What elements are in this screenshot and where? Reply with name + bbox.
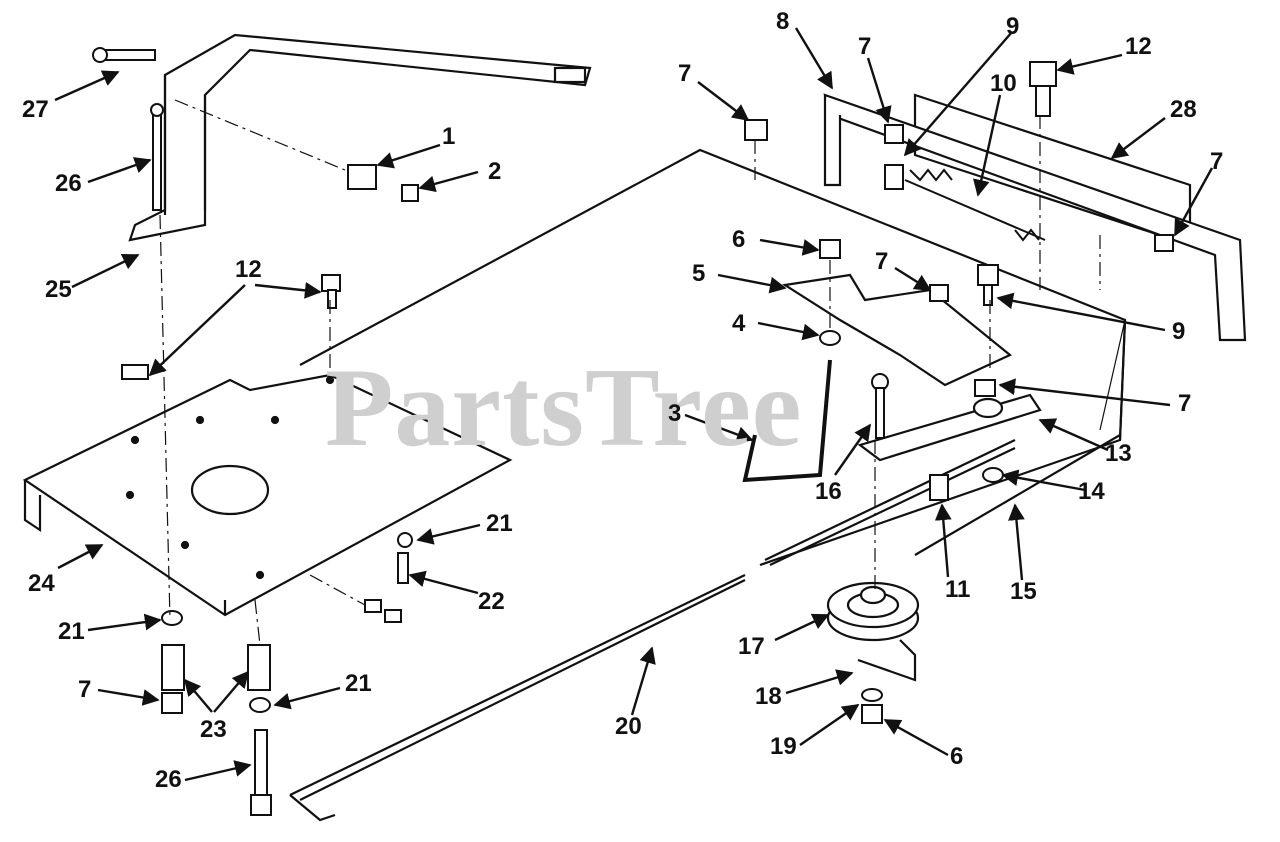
callout-17: 17 — [738, 633, 765, 660]
leader-2 — [418, 170, 479, 193]
control-rods — [289, 434, 1121, 822]
leader-16 — [834, 423, 871, 476]
leader-4 — [757, 321, 820, 341]
leader-9-mid — [996, 292, 1166, 332]
side-panel — [823, 93, 1247, 342]
leader-20 — [630, 646, 656, 716]
callout-12-top: 12 — [1125, 33, 1152, 60]
callout-26-top: 26 — [55, 170, 82, 197]
leader-7-panel — [866, 57, 892, 124]
leader-10 — [973, 94, 1002, 197]
hook-rod — [742, 359, 832, 483]
alignment-lines — [159, 99, 1101, 646]
callout-6-bottom: 6 — [950, 743, 964, 770]
callout-7-right: 7 — [1210, 148, 1224, 175]
callout-11: 11 — [945, 576, 971, 603]
leader-21a — [416, 523, 481, 545]
leader-8 — [794, 27, 834, 90]
leader-7-top — [697, 81, 750, 122]
callout-19: 19 — [770, 733, 797, 760]
leader-12-top — [1056, 53, 1123, 75]
callout-27: 27 — [22, 96, 49, 123]
deck-plate — [299, 148, 1127, 567]
callout-5: 5 — [692, 260, 706, 287]
callout-21-lower: 21 — [345, 670, 372, 697]
base-plate — [22, 373, 513, 617]
callout-9-top: 9 — [1006, 13, 1020, 40]
leader-13 — [1038, 418, 1109, 452]
leader-3 — [684, 413, 754, 443]
leader-22 — [408, 570, 479, 595]
hardware — [92, 47, 1174, 816]
callout-16: 16 — [815, 478, 842, 505]
leader-7-left — [97, 688, 160, 706]
callout-3: 3 — [668, 400, 682, 427]
leader-6-bottom — [883, 718, 949, 757]
mounting-bracket — [128, 33, 592, 242]
leader-7-right — [1173, 167, 1214, 237]
callout-7-arm: 7 — [1178, 390, 1192, 417]
callout-6-top: 6 — [732, 226, 746, 253]
callout-2: 2 — [488, 158, 502, 185]
callout-15: 15 — [1010, 578, 1037, 605]
leader-1 — [376, 143, 441, 169]
leader-11 — [934, 503, 952, 578]
callout-20: 20 — [615, 713, 642, 740]
leader-14 — [1001, 469, 1086, 492]
callout-7-left: 7 — [78, 676, 92, 703]
leader-26-top — [87, 157, 152, 184]
leader-21c — [273, 686, 341, 710]
tension-spring — [904, 168, 1046, 242]
callout-1: 1 — [442, 123, 456, 150]
callout-28: 28 — [1170, 96, 1197, 123]
callout-4: 4 — [732, 310, 746, 337]
callout-21-upper: 21 — [486, 510, 513, 537]
callout-7-top: 7 — [678, 60, 692, 87]
leader-7-arm — [998, 378, 1171, 407]
leader-24 — [57, 543, 104, 570]
idler-pulley — [826, 581, 920, 682]
leader-19 — [799, 704, 860, 746]
leader-27 — [54, 70, 120, 102]
leader-28 — [1110, 117, 1166, 160]
leader-23b — [213, 670, 250, 713]
leader-5 — [717, 273, 787, 294]
leader-23a — [183, 678, 213, 713]
leader-9-top — [903, 31, 1013, 157]
callout-26-bottom: 26 — [155, 766, 182, 793]
callout-7-mid: 7 — [875, 248, 889, 275]
callout-24: 24 — [28, 570, 55, 597]
callout-14: 14 — [1078, 478, 1105, 505]
callout-10: 10 — [990, 70, 1017, 97]
callout-8: 8 — [776, 8, 790, 35]
leader-arrows — [54, 27, 1214, 782]
leader-15 — [1008, 503, 1025, 581]
leader-12b — [148, 284, 246, 377]
leader-25 — [71, 253, 140, 289]
callout-18: 18 — [755, 683, 782, 710]
leader-6-top — [759, 238, 820, 256]
leader-7-mid — [894, 266, 932, 292]
callout-25: 25 — [45, 276, 72, 303]
callout-23: 23 — [200, 716, 227, 743]
leader-12a — [254, 282, 322, 299]
idler-arm — [781, 273, 1042, 462]
leader-17 — [774, 613, 830, 642]
callout-22: 22 — [478, 588, 505, 615]
callout-13: 13 — [1105, 440, 1132, 467]
callout-7-panel: 7 — [858, 33, 872, 60]
callout-21-left: 21 — [58, 618, 85, 645]
callout-9-mid: 9 — [1172, 318, 1186, 345]
callout-12-left: 12 — [235, 256, 262, 283]
leader-26-bottom — [184, 760, 252, 782]
leader-18 — [785, 669, 854, 695]
leader-21b — [87, 613, 162, 632]
